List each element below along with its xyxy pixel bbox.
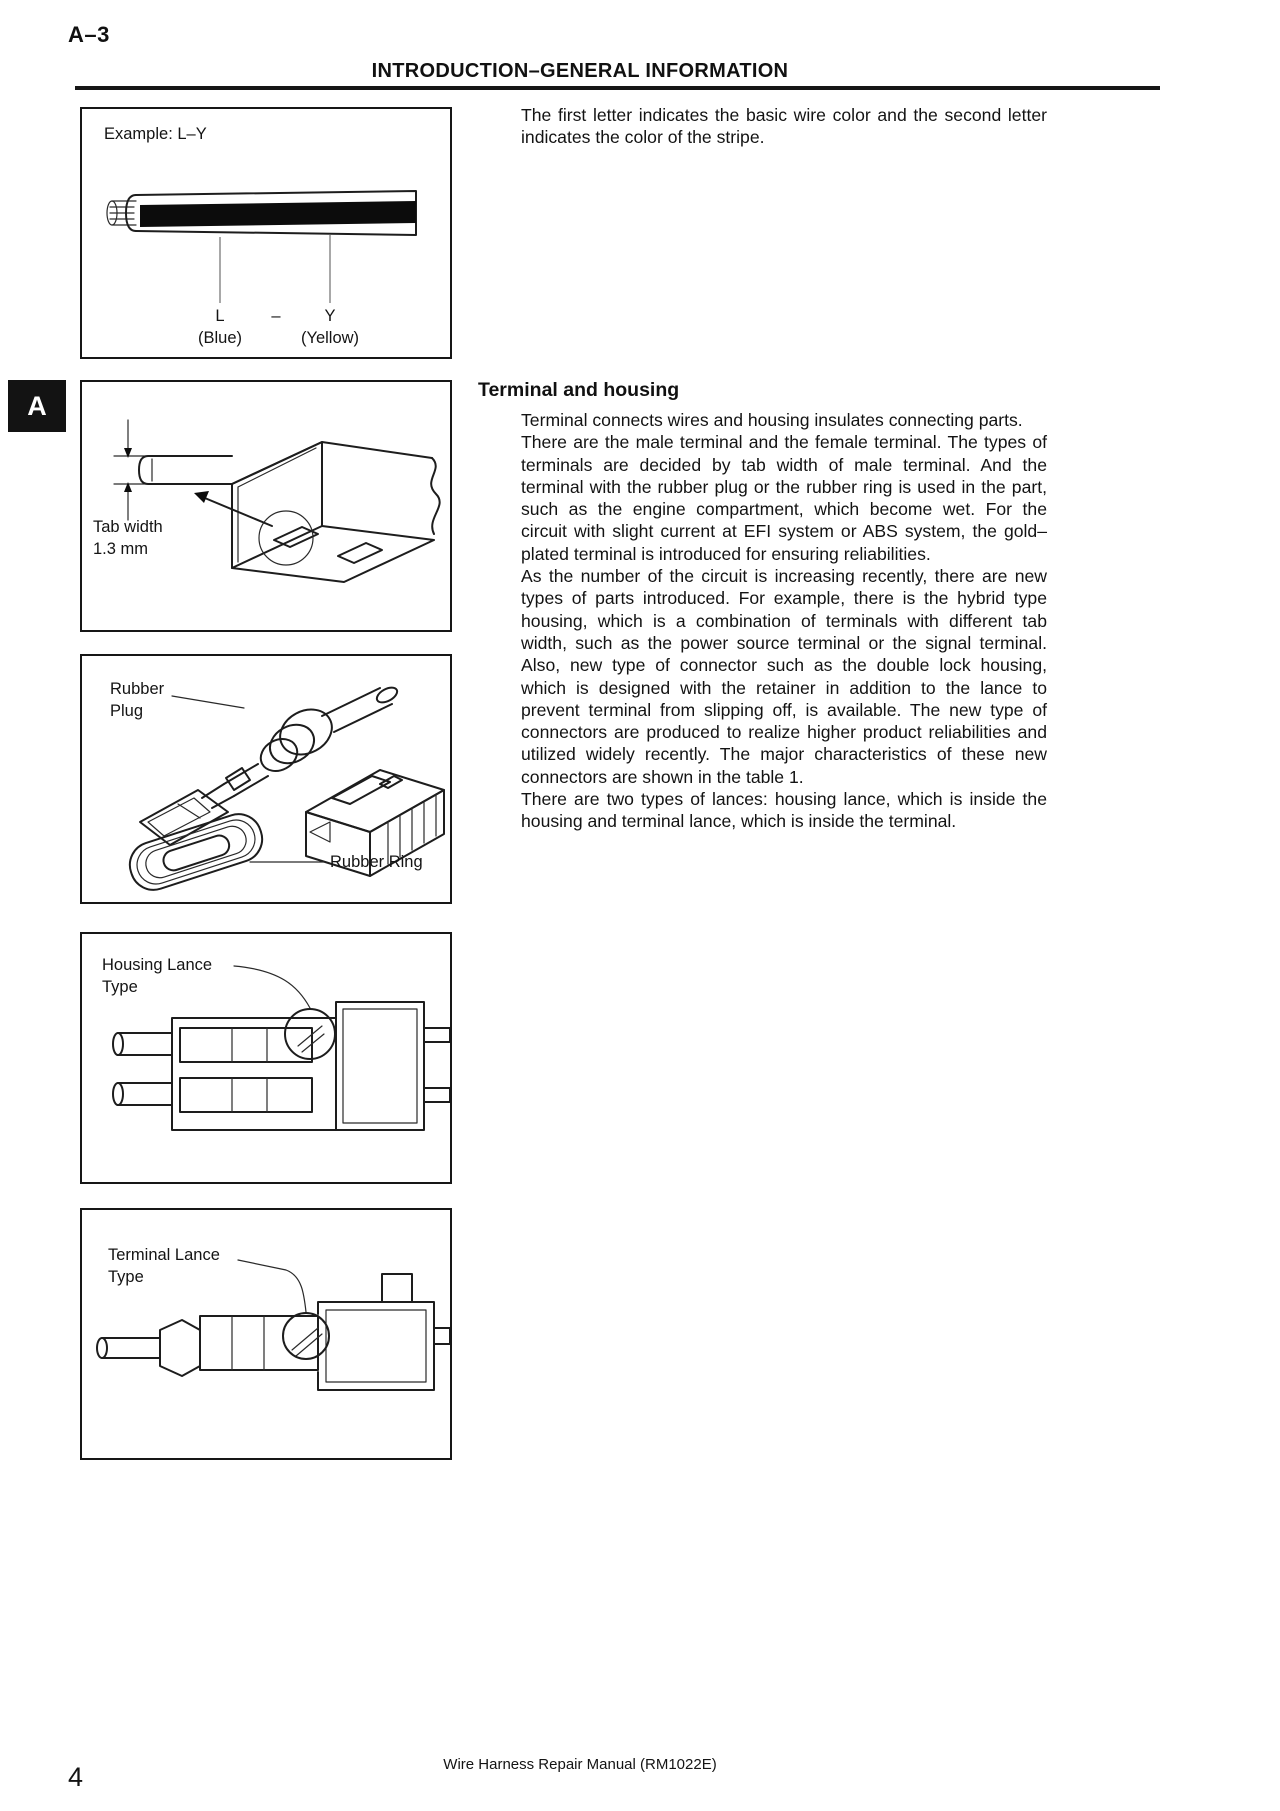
leader-line: [237, 1259, 307, 1313]
body-paragraph-1: Terminal connects wires and housing insu…: [521, 410, 1023, 430]
housing-lance-label-line2: Type: [102, 978, 138, 996]
section-body: Terminal connects wires and housing insu…: [521, 409, 1047, 833]
tab-width-illustration: [113, 419, 441, 583]
figure-rubber-plug-ring: Rubber Plug Rubber Ring: [80, 654, 452, 904]
terminal-lance-label-line1: Terminal Lance: [108, 1246, 220, 1264]
page-title: INTRODUCTION–GENERAL INFORMATION: [371, 60, 789, 82]
wire-color-name-1: (Blue): [197, 329, 243, 347]
connector-housing: [194, 441, 441, 583]
rubber-ring-label: Rubber Ring: [330, 853, 423, 871]
title-rule: [75, 86, 1160, 90]
wire-color-name-2: (Yellow): [300, 329, 360, 347]
tab-width-label-line1: Tab width: [93, 518, 163, 536]
wire-strands: [106, 200, 137, 226]
rubber-ring: [128, 813, 264, 891]
page-number: 4: [68, 1762, 84, 1792]
leader-line: [233, 965, 311, 1009]
terminal-cross-section: [96, 1273, 450, 1391]
body-paragraph-2: There are the male terminal and the fema…: [521, 432, 1047, 564]
figure-caption: Example: L–Y: [104, 125, 207, 143]
plug-leader-line: [171, 695, 245, 709]
footer-text: Wire Harness Repair Manual (RM1022E): [443, 1756, 717, 1773]
page-corner-label: A–3: [68, 22, 110, 47]
intro-paragraph: The first letter indicates the basic wir…: [521, 105, 1047, 148]
terminal-with-rubber-plug: [139, 686, 399, 846]
wire-code-letter-1: L: [215, 307, 225, 325]
rubber-plug-label-line1: Rubber: [110, 680, 165, 698]
housing-lance-label-line1: Housing Lance: [102, 956, 213, 974]
wire-code-letter-2: Y: [324, 307, 336, 325]
figure-tab-width: Tab width 1.3 mm: [80, 380, 452, 632]
dimension-arrows: [124, 419, 132, 521]
tab-width-label-line2: 1.3 mm: [93, 540, 149, 558]
body-paragraph-3: As the number of the circuit is increasi…: [521, 566, 1047, 787]
rubber-parts-illustration: [128, 686, 445, 891]
housing-lance-illustration: [112, 965, 450, 1131]
male-tab-profile: [113, 455, 233, 485]
body-paragraph-4: There are two types of lances: housing l…: [521, 789, 1047, 832]
figure-housing-lance: Housing Lance Type: [80, 932, 452, 1184]
connector-housing: [305, 769, 445, 877]
section-heading: Terminal and housing: [478, 379, 680, 401]
wire-illustration: [106, 190, 417, 303]
terminal-lance-illustration: [96, 1259, 450, 1391]
connector-cross-section: [112, 1001, 450, 1131]
leader-lines: [219, 235, 331, 303]
section-tab-a: A: [8, 380, 66, 432]
detail-circle: [284, 1008, 336, 1060]
wire-stripe: [140, 201, 416, 227]
detail-circle: [282, 1312, 330, 1360]
detail-circle: [258, 510, 314, 566]
rubber-plug-label-line2: Plug: [110, 702, 144, 720]
figure-terminal-lance: Terminal Lance Type: [80, 1208, 452, 1460]
terminal-lance-label-line2: Type: [108, 1268, 144, 1286]
figure-wire-color-example: Example: L–Y L – Y (Blue) (Yellow): [80, 107, 452, 359]
wire-code-separator: –: [271, 307, 281, 325]
